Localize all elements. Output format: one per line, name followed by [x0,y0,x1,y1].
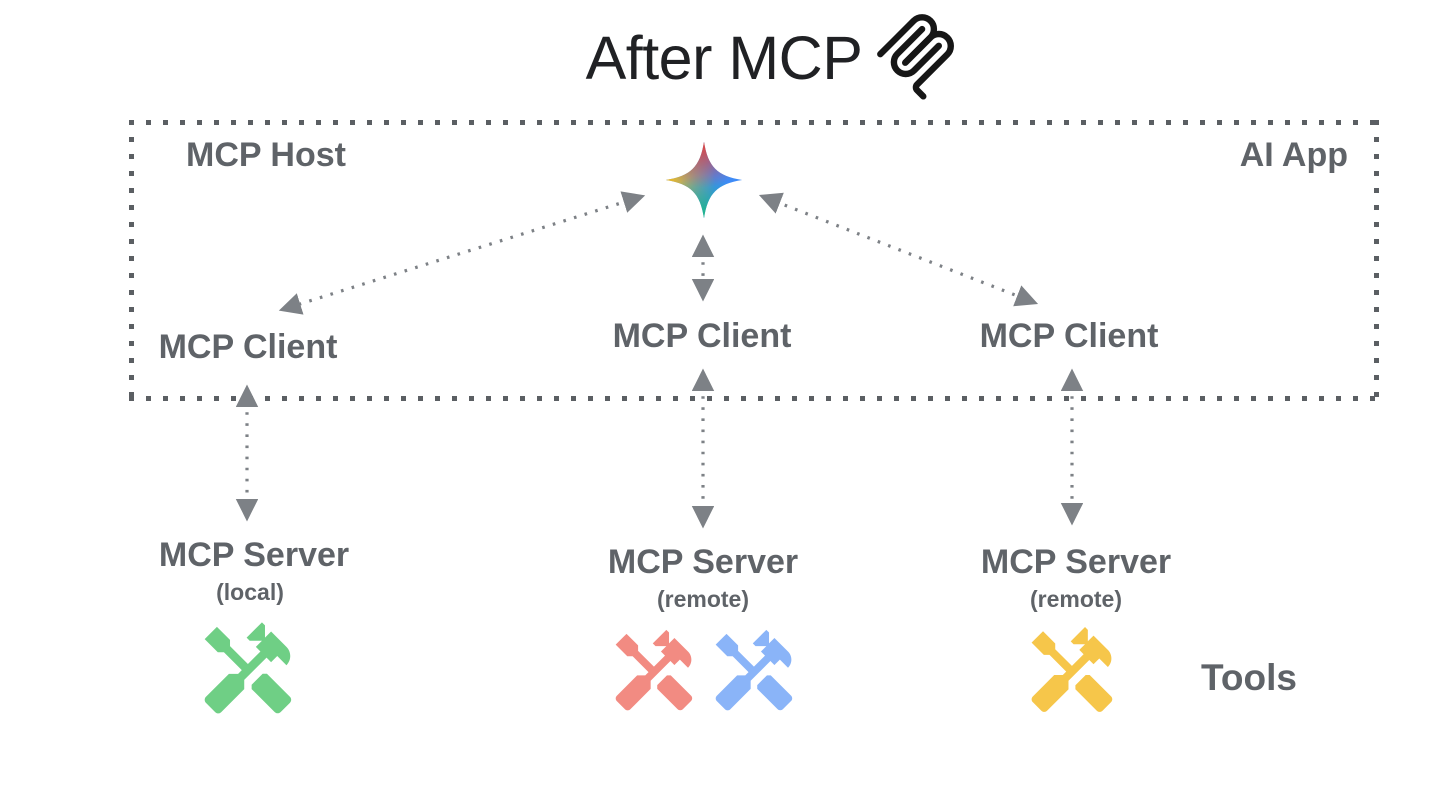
ai-app-label: AI App [1239,136,1348,174]
diagram-title: After MCP [0,14,1440,102]
mcp-server-3-sublabel: (remote) [1029,586,1123,612]
host-box-border-right [1374,120,1379,401]
mcp-server-1-label: MCP Server [158,536,350,574]
tools-icon-red [608,626,700,718]
mcp-server-2-sublabel: (remote) [656,586,750,612]
mcp-client-3-label: MCP Client [979,317,1159,355]
tools-icon-yellow [1024,623,1121,720]
host-box-border-left [129,120,134,401]
host-box-border-top [129,120,1379,125]
tools-icon-blue [708,626,800,718]
mcp-server-3-label: MCP Server [980,543,1172,581]
mcp-client-2-label: MCP Client [612,317,792,355]
tools-icon-green [196,618,300,722]
mcp-server-2-label: MCP Server [607,543,799,581]
mcp-server-1-sublabel: (local) [216,579,284,605]
mcp-logo-icon [868,6,964,102]
mcp-client-1-label: MCP Client [158,328,338,366]
host-box-border-bottom [129,396,1379,401]
gemini-star-icon [665,141,743,219]
title-text: After MCP [585,24,863,92]
tools-label: Tools [1201,657,1297,698]
mcp-host-box [129,120,1379,401]
mcp-host-label: MCP Host [186,136,346,174]
